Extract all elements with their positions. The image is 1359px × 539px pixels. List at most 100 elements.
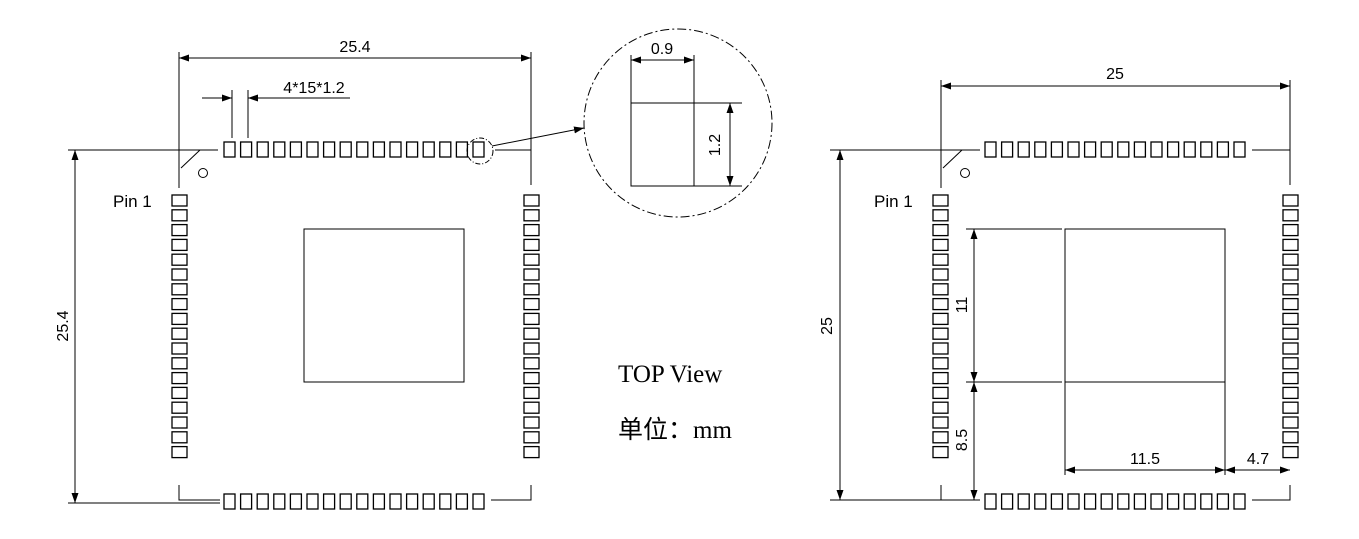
pad	[1282, 327, 1299, 340]
pad	[1200, 493, 1213, 510]
pad	[1034, 141, 1047, 158]
pad	[1282, 416, 1299, 429]
pad	[523, 386, 540, 400]
right-side-pads	[523, 194, 540, 459]
pad	[932, 312, 949, 326]
pad	[1133, 141, 1147, 158]
pad	[1282, 312, 1299, 326]
height-dim-label: 25	[819, 317, 836, 335]
pad	[171, 431, 188, 444]
pad	[171, 253, 188, 266]
pad	[1117, 493, 1130, 510]
pad	[523, 253, 540, 266]
pad	[932, 357, 949, 370]
pad	[171, 283, 188, 296]
pin1-dot	[198, 168, 208, 178]
right-view-left-pads	[932, 194, 949, 459]
pad	[932, 238, 949, 252]
pad	[932, 431, 949, 444]
pad	[1282, 357, 1299, 370]
pad	[1282, 238, 1299, 252]
pad	[932, 342, 949, 355]
pad	[1282, 194, 1299, 207]
pad	[1150, 141, 1163, 158]
pad	[523, 401, 540, 414]
pad	[171, 445, 188, 459]
pad	[932, 445, 949, 459]
pad	[523, 342, 540, 355]
right-outline-corner-br	[1252, 485, 1291, 501]
pad	[171, 268, 188, 281]
right-view-top-pads	[984, 141, 1246, 158]
pad	[1282, 297, 1299, 311]
pad	[523, 223, 540, 237]
pad	[1150, 493, 1163, 510]
pad	[239, 493, 253, 510]
pad	[1083, 493, 1097, 510]
unit-note: 单位：mm	[618, 416, 732, 444]
pad	[256, 141, 269, 158]
pad	[932, 371, 949, 385]
pin1-chamfer	[942, 149, 963, 169]
pin1-label: Pin 1	[113, 192, 152, 211]
pad	[1083, 141, 1097, 158]
detail-leader	[491, 126, 585, 147]
pad	[422, 141, 435, 158]
pad	[932, 327, 949, 340]
detail-callout-circle	[466, 137, 494, 165]
pad	[1233, 141, 1246, 158]
pad	[171, 357, 188, 370]
pad	[1282, 386, 1299, 400]
height-dim-label: 25.4	[55, 310, 72, 341]
pad	[523, 357, 540, 370]
pad	[1233, 493, 1246, 510]
pad	[523, 327, 540, 340]
pad	[1282, 445, 1299, 459]
pad	[256, 493, 269, 510]
pad	[239, 141, 253, 158]
pad	[1282, 223, 1299, 237]
pad	[1183, 493, 1196, 510]
pad	[405, 493, 419, 510]
pad	[1282, 268, 1299, 281]
pad	[322, 141, 336, 158]
pad	[171, 371, 188, 385]
pad	[1282, 209, 1299, 222]
pad	[171, 238, 188, 252]
pad	[171, 327, 188, 340]
pad	[1034, 493, 1047, 510]
pad	[1000, 493, 1014, 510]
pad	[273, 141, 286, 158]
left-outline-corner-tr	[495, 149, 532, 185]
pad	[1216, 141, 1230, 158]
pad	[932, 223, 949, 237]
pad	[932, 209, 949, 222]
pad	[306, 141, 319, 158]
pad	[932, 283, 949, 296]
pad	[523, 371, 540, 385]
pad	[1117, 141, 1130, 158]
pad	[1100, 493, 1113, 510]
ep-offset-y-label: 8.5	[954, 429, 971, 451]
pad	[472, 141, 485, 158]
ep-offset-x-label: 4.7	[1247, 451, 1269, 468]
pad	[1067, 493, 1080, 510]
pad	[523, 238, 540, 252]
width-dim-label: 25	[1106, 66, 1124, 83]
pad	[422, 493, 435, 510]
left-outline-corner-bl	[178, 485, 220, 501]
exposed-pad	[303, 228, 465, 383]
pad	[523, 209, 540, 222]
pad	[171, 194, 188, 207]
pad	[932, 297, 949, 311]
pad	[1000, 141, 1014, 158]
pad	[1282, 431, 1299, 444]
pad	[439, 141, 452, 158]
pad	[289, 493, 303, 510]
pad	[523, 445, 540, 459]
pad-dim-label: 4*15*1.2	[283, 80, 344, 97]
pad	[523, 268, 540, 281]
pad	[932, 194, 949, 207]
pad	[523, 431, 540, 444]
pad	[1200, 141, 1213, 158]
